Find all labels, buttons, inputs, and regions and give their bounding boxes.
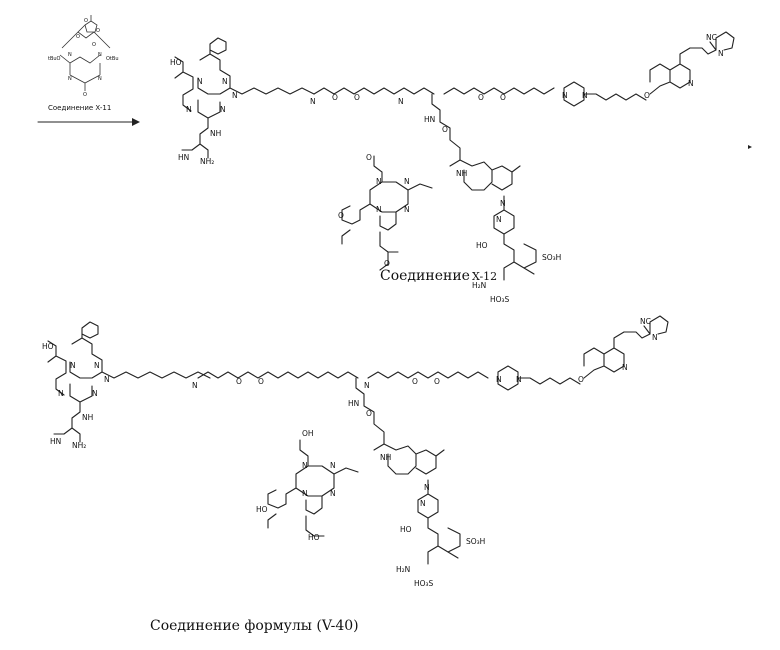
reagent-atom: O <box>92 42 96 48</box>
reagent-label: Соединение X-11 <box>48 104 111 112</box>
atom-label: N <box>232 91 238 100</box>
atom-label: N <box>220 105 226 114</box>
atom-label: N <box>582 91 588 100</box>
atom-label: N <box>222 77 228 86</box>
atom-label: HN <box>50 437 61 446</box>
atom-label: N <box>58 389 64 398</box>
atom-label: NH <box>456 169 467 178</box>
reaction-arrow <box>38 118 140 126</box>
atom-label: N <box>70 361 76 370</box>
atom-label: O <box>366 153 372 162</box>
atom-label: N <box>197 77 203 86</box>
atom-label: N <box>330 461 336 470</box>
atom-label: N <box>310 97 316 106</box>
atom-label: OH <box>302 429 314 438</box>
product-v40-structure: HO N N N N N NH HN NH₂ N O O N O O N N O… <box>42 316 668 588</box>
atom-label: O <box>434 377 440 386</box>
atom-label: HO <box>308 533 320 542</box>
atom-label: H₂N <box>396 565 410 574</box>
atom-label: N <box>364 381 370 390</box>
reagent-atom: O <box>84 18 88 24</box>
atom-label: HO₃S <box>414 579 434 588</box>
atom-label: HO <box>256 505 268 514</box>
atom-label: N <box>516 375 522 384</box>
reagent-atom: O <box>96 28 100 34</box>
atom-label: N <box>424 483 430 492</box>
stray-mark <box>748 145 752 149</box>
atom-label: N <box>330 489 336 498</box>
reagent-structure: O O O O tBuO OtBu N N N N O <box>48 15 119 98</box>
atom-label: O <box>478 93 484 102</box>
atom-label: N <box>398 97 404 106</box>
atom-label: O <box>354 93 360 102</box>
atom-label: O <box>366 409 372 418</box>
atom-label: O <box>236 377 242 386</box>
atom-label: N <box>376 177 382 186</box>
atom-label: N <box>104 375 110 384</box>
atom-label: O <box>332 93 338 102</box>
atom-label: HO <box>42 342 54 351</box>
reagent-atom: N <box>68 52 72 58</box>
atom-label: NC <box>706 33 717 42</box>
atom-label: O <box>384 259 390 268</box>
atom-label: HO <box>476 241 488 250</box>
atom-label: O <box>442 125 448 134</box>
atom-label: O <box>338 211 344 220</box>
reagent-atom: tBuO <box>48 56 61 62</box>
atom-label: N <box>404 205 410 214</box>
reagent-atom: N <box>98 52 102 58</box>
reagent-atom: N <box>98 76 102 82</box>
atom-label: N <box>94 361 100 370</box>
atom-label: HO₃S <box>490 295 510 304</box>
atom-label: N <box>92 389 98 398</box>
atom-label: HO <box>170 58 182 67</box>
atom-label: NH₂ <box>72 441 86 450</box>
atom-label: HN <box>178 153 189 162</box>
atom-label: HO <box>400 525 412 534</box>
atom-label: N <box>652 333 658 342</box>
atom-label: N <box>622 363 628 372</box>
atom-label: N <box>500 199 506 208</box>
atom-label: NH <box>82 413 93 422</box>
atom-label: SO₃H <box>542 253 561 262</box>
reagent-atom: N <box>68 76 72 82</box>
atom-label: N <box>496 375 502 384</box>
product-x12-structure: HO N N N N N NH HN NH₂ N O O N O O N N O… <box>170 32 734 304</box>
caption-x12-id: X-12 <box>472 270 497 283</box>
atom-label: NC <box>640 317 651 326</box>
atom-label: N <box>186 105 192 114</box>
atom-label: O <box>258 377 264 386</box>
reagent-atom: O <box>76 34 80 40</box>
reagent-atom: O <box>83 92 87 98</box>
atom-label: O <box>644 91 650 100</box>
atom-label: SO₃H <box>466 537 485 546</box>
atom-label: NH <box>210 129 221 138</box>
atom-label: N <box>496 215 502 224</box>
atom-label: N <box>404 177 410 186</box>
reagent-atom: OtBu <box>106 56 119 62</box>
atom-label: O <box>578 375 584 384</box>
atom-label: N <box>420 499 426 508</box>
caption-v40: Соединение формулы (V-40) <box>150 618 359 634</box>
atom-label: N <box>302 489 308 498</box>
atom-label: NH <box>380 453 391 462</box>
atom-label: O <box>500 93 506 102</box>
caption-x12-name: Соединение <box>380 268 470 284</box>
atom-label: HN <box>424 115 435 124</box>
atom-label: N <box>562 91 568 100</box>
atom-label: O <box>412 377 418 386</box>
atom-label: N <box>302 461 308 470</box>
atom-label: NH₂ <box>200 157 214 166</box>
atom-label: N <box>688 79 694 88</box>
atom-label: N <box>718 49 724 58</box>
atom-label: N <box>192 381 198 390</box>
atom-label: N <box>376 205 382 214</box>
atom-label: HN <box>348 399 359 408</box>
